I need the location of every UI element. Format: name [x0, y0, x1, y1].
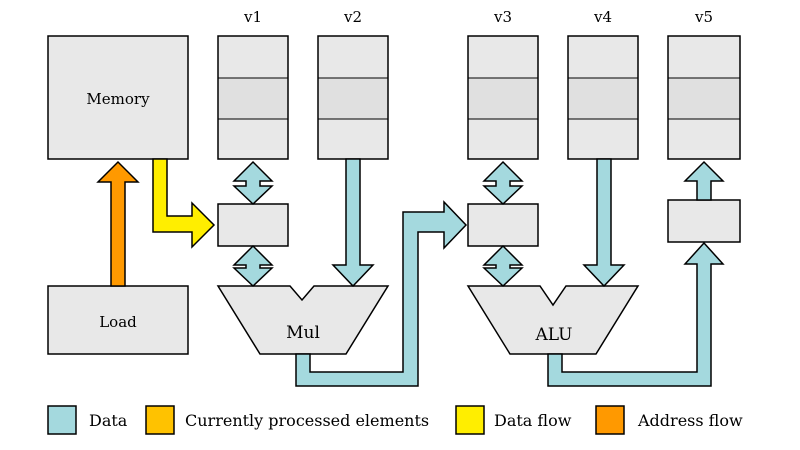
mul-label: Mul	[286, 323, 320, 343]
memory-block	[47, 35, 189, 160]
data-arrow-buffer-alu	[482, 244, 524, 288]
legend-swatch-address-flow	[595, 405, 625, 435]
data-arrow-v4-alu	[582, 158, 626, 288]
register-label-v2: v2	[343, 8, 362, 26]
buffer-v5	[667, 199, 741, 243]
buffer-v1	[217, 203, 289, 247]
buffer-v3	[467, 203, 539, 247]
register-v5	[667, 35, 741, 160]
alu-unit	[466, 285, 640, 355]
register-label-v1: v1	[243, 8, 262, 26]
legend-swatch-current	[145, 405, 175, 435]
register-label-v5: v5	[694, 8, 713, 26]
legend-swatch-data	[47, 405, 77, 435]
data-arrow-v2-mul	[331, 158, 375, 288]
mul-unit	[216, 285, 390, 355]
register-label-v4: v4	[593, 8, 612, 26]
data-arrow-mul-v3	[295, 200, 468, 387]
register-v1	[217, 35, 289, 160]
memory-label: Memory	[86, 90, 150, 108]
address-flow-arrow	[96, 160, 140, 287]
legend-label-address-flow: Address flow	[637, 411, 743, 430]
register-v4	[567, 35, 639, 160]
data-arrow-alu-v5	[547, 241, 725, 387]
register-v3	[467, 35, 539, 160]
legend: Data Currently processed elements Data f…	[47, 405, 743, 435]
legend-label-current: Currently processed elements	[185, 411, 429, 430]
load-label: Load	[99, 313, 137, 331]
legend-label-data: Data	[89, 411, 128, 430]
data-arrow-v3-buffer	[482, 160, 524, 206]
data-arrow-buffer-mul	[232, 244, 274, 288]
register-label-v3: v3	[493, 8, 512, 26]
load-block	[47, 285, 189, 355]
register-v2	[317, 35, 389, 160]
data-arrow-v1-buffer	[232, 160, 274, 206]
legend-swatch-data-flow	[455, 405, 485, 435]
legend-label-data-flow: Data flow	[494, 411, 572, 430]
alu-label: ALU	[535, 325, 573, 345]
data-flow-arrow	[152, 158, 216, 249]
data-arrow-buffer-v5	[683, 160, 725, 201]
